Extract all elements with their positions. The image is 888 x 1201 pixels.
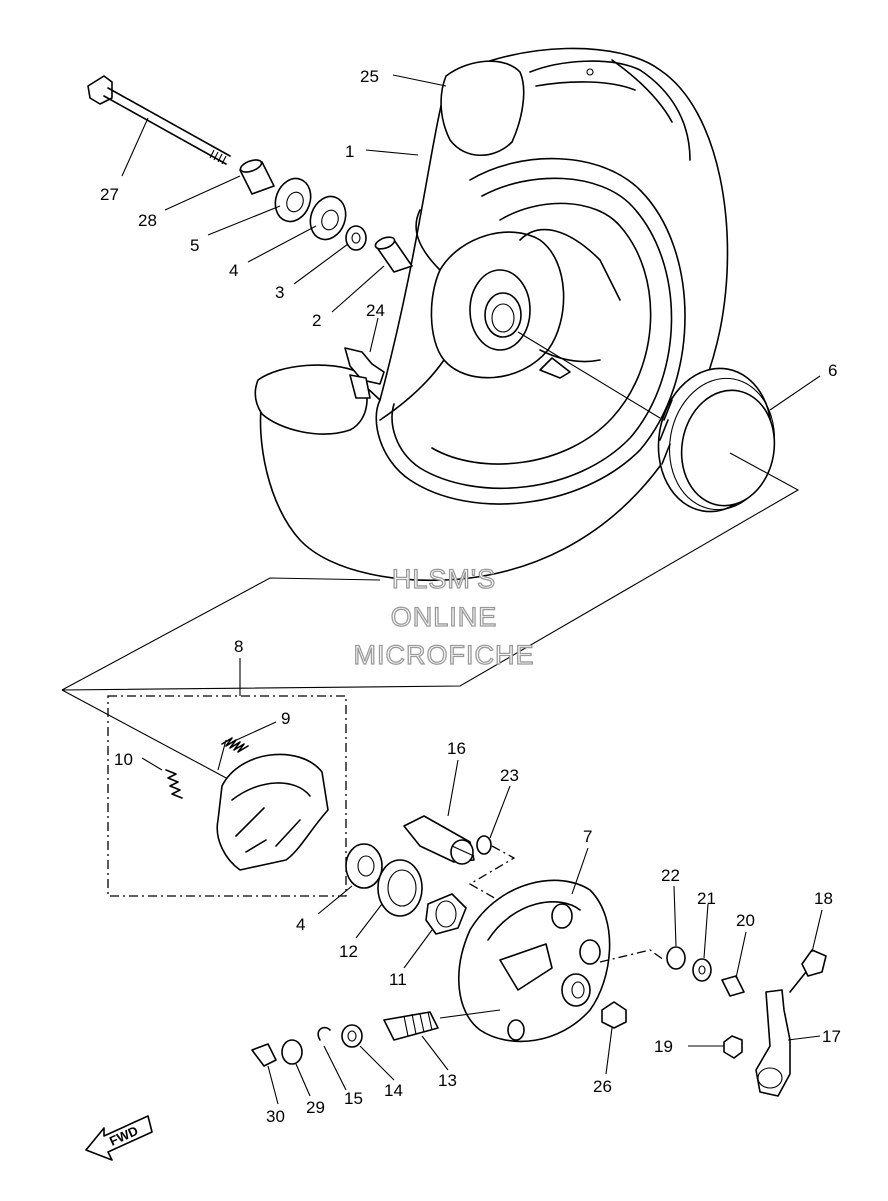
alignment-lines (61, 452, 800, 897)
callout-6: 6 (828, 361, 837, 380)
callout-4-upper: 4 (229, 261, 238, 280)
callout-11: 11 (389, 970, 407, 989)
brake-plate-group (251, 815, 665, 1067)
leader-lines-upper (121, 74, 821, 411)
watermark-line-1: HLSM'S (392, 564, 496, 594)
callout-4-lower: 4 (296, 915, 305, 934)
callout-22: 22 (661, 866, 680, 885)
brake-arm-group (666, 946, 827, 1097)
callout-16: 16 (447, 739, 466, 758)
callout-28: 28 (138, 211, 157, 230)
wheel-assembly (254, 47, 729, 581)
callout-5: 5 (190, 236, 199, 255)
callout-30: 30 (266, 1107, 285, 1126)
callout-13: 13 (438, 1071, 457, 1090)
callout-3: 3 (275, 283, 284, 302)
callout-25: 25 (360, 67, 379, 86)
watermark-line-3: MICROFICHE (354, 640, 535, 670)
callout-24: 24 (366, 301, 385, 320)
dust-seal-ring (657, 367, 776, 513)
part-callouts: 25 1 27 28 5 4 3 2 24 6 8 9 10 16 23 7 2… (100, 67, 841, 1126)
watermark: HLSM'S ONLINE MICROFICHE (353, 563, 535, 670)
watermark-line-2: ONLINE (391, 602, 498, 632)
callout-23: 23 (500, 766, 519, 785)
callout-27: 27 (100, 185, 119, 204)
brake-shoe-group (165, 737, 329, 871)
forward-arrow-icon: FWD (85, 1115, 153, 1161)
callout-14: 14 (384, 1081, 403, 1100)
callout-29: 29 (306, 1098, 325, 1117)
callout-2: 2 (312, 311, 321, 330)
callout-15: 15 (344, 1089, 363, 1108)
callout-18: 18 (814, 889, 833, 908)
callout-17: 17 (822, 1027, 841, 1046)
callout-12: 12 (339, 942, 358, 961)
callout-7: 7 (583, 827, 592, 846)
callout-19: 19 (654, 1037, 673, 1056)
callout-10: 10 (114, 750, 133, 769)
callout-21: 21 (697, 889, 716, 908)
callout-1: 1 (345, 142, 354, 161)
callout-8: 8 (234, 637, 243, 656)
callout-9: 9 (281, 709, 290, 728)
callout-26: 26 (593, 1077, 612, 1096)
callout-20: 20 (736, 911, 755, 930)
leader-lines-lower (141, 658, 823, 1105)
axle-group (87, 75, 413, 273)
